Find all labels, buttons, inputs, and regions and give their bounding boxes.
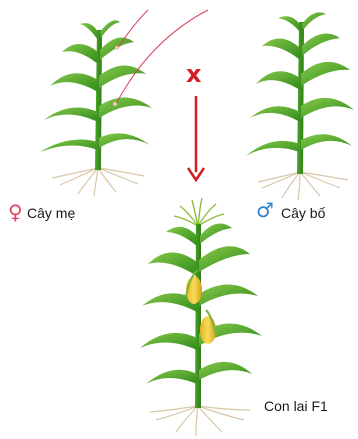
cross-icon: x xyxy=(186,64,201,84)
f1-corn-plant xyxy=(140,198,262,436)
f1-roots xyxy=(150,406,250,436)
f1-tassel xyxy=(174,198,224,226)
father-roots xyxy=(258,172,348,200)
pollination-lines xyxy=(113,10,208,106)
f1-corn-cob-lower xyxy=(200,310,216,344)
mother-label: Cây mẹ xyxy=(27,205,75,221)
down-arrow-icon xyxy=(188,96,204,180)
offspring-label: Con lai F1 xyxy=(264,398,328,414)
father-corn-plant xyxy=(246,12,354,200)
male-symbol-icon: ♂ xyxy=(256,200,274,220)
female-symbol-icon: ♀ xyxy=(8,202,23,222)
mother-roots xyxy=(52,168,144,196)
father-label: Cây bố xyxy=(281,205,325,221)
mother-corn-plant xyxy=(40,20,152,196)
